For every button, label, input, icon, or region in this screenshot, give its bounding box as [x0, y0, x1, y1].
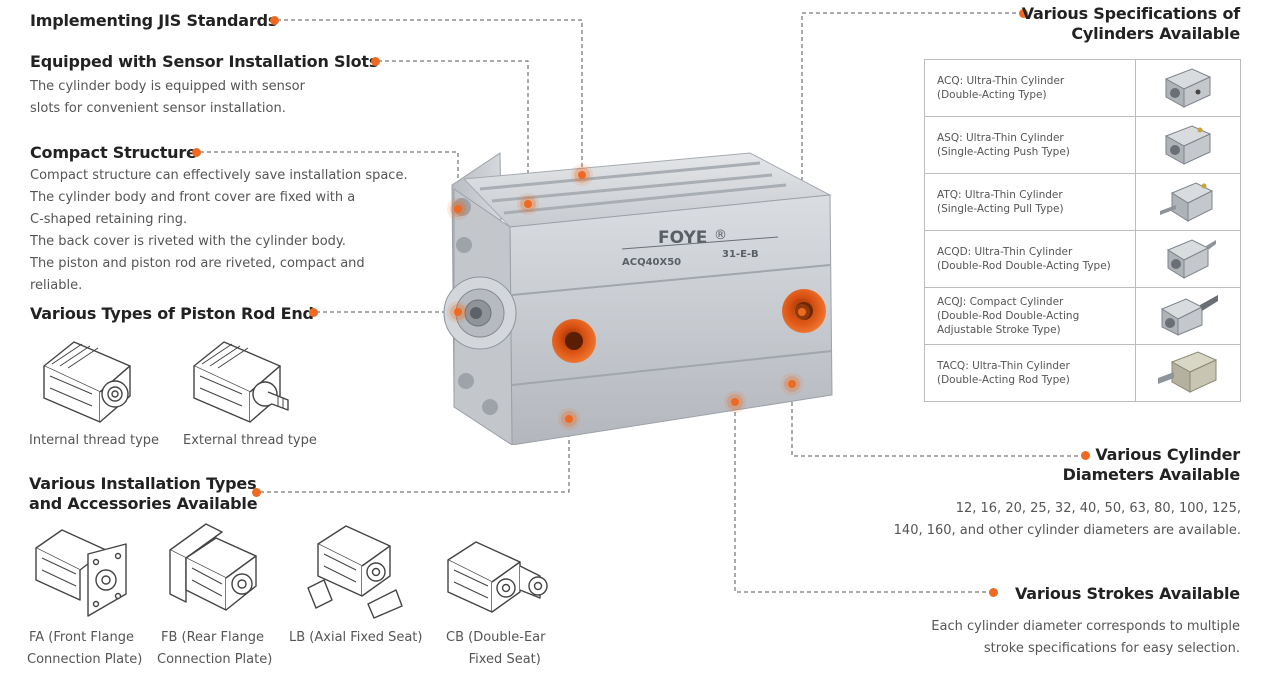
- strokes-description: Each cylinder diameter corresponds to mu…: [931, 616, 1240, 660]
- compact-description: Compact structure can effectively save i…: [30, 165, 408, 297]
- spec-text: ASQ: Ultra-Thin Cylinder (Single-Acting …: [924, 116, 1136, 174]
- table-row: ACQD: Ultra-Thin Cylinder (Double-Rod Do…: [924, 230, 1241, 288]
- diameters-title-line: Various Cylinder: [1095, 445, 1240, 464]
- external-thread-caption: External thread type: [183, 433, 317, 448]
- compact-line: Compact structure can effectively save i…: [30, 168, 408, 183]
- jis-dot: [270, 16, 279, 25]
- spec-highlight: [798, 308, 806, 316]
- table-row: ATQ: Ultra-Thin Cylinder (Single-Acting …: [924, 173, 1241, 231]
- double-rod-cylinder-icon: [1166, 239, 1216, 279]
- rod-end-title: Various Types of Piston Rod End: [30, 304, 314, 323]
- spec-text: TACQ: Ultra-Thin Cylinder (Double-Acting…: [924, 344, 1136, 402]
- external-thread-cylinder-icon: [193, 341, 289, 423]
- install-title: Various Installation Types and Accessori…: [29, 474, 258, 514]
- caption-line: CB (Double-Ear: [446, 630, 546, 645]
- diameters-title: Various Cylinder Diameters Available: [1062, 445, 1241, 485]
- sensor-dot: [371, 57, 380, 66]
- compact-line: The piston and piston rod are riveted, c…: [30, 256, 365, 271]
- sensor-title: Equipped with Sensor Installation Slots: [30, 52, 379, 71]
- brand-engraving: FOYE: [658, 228, 707, 248]
- rod-end-highlight: [454, 308, 462, 316]
- cylinder-product-image: FOYE ® ACQ40X50 31-E-B: [443, 152, 833, 445]
- install-fb-caption: FB (Rear Flange Connection Plate): [157, 627, 272, 671]
- install-title-line: and Accessories Available: [29, 494, 258, 513]
- registered-mark: ®: [714, 228, 727, 243]
- compact-dot: [192, 148, 201, 157]
- sensor-line: slots for convenient sensor installation…: [30, 101, 286, 116]
- compact-line: C-shaped retaining ring.: [30, 212, 188, 227]
- install-highlight: [565, 415, 573, 423]
- stroke-highlight: [731, 398, 739, 406]
- double-ear-seat-icon: [447, 541, 548, 613]
- table-row: ACQJ: Compact Cylinder (Double-Rod Doubl…: [924, 287, 1241, 345]
- pull-cylinder-icon: [1160, 182, 1214, 222]
- caption-line: LB (Axial Fixed Seat): [289, 630, 423, 645]
- leader-compact: [200, 151, 459, 205]
- diameters-dot: [1081, 451, 1090, 460]
- internal-thread-caption: Internal thread type: [29, 433, 160, 448]
- table-row: ASQ: Ultra-Thin Cylinder (Single-Acting …: [924, 116, 1241, 174]
- jis-title: Implementing JIS Standards: [30, 11, 278, 30]
- rod-end-dot: [309, 308, 318, 317]
- sensor-slot-highlight: [524, 200, 532, 208]
- compact-line: The cylinder body and front cover are fi…: [30, 190, 356, 205]
- rear-flange-icon: [169, 523, 257, 611]
- install-title-line: Various Installation Types: [29, 474, 257, 493]
- caption-line: FB (Rear Flange: [161, 630, 265, 645]
- table-row: TACQ: Ultra-Thin Cylinder (Double-Acting…: [924, 344, 1241, 402]
- strokes-line: Each cylinder diameter corresponds to mu…: [931, 619, 1240, 634]
- specs-title-line: Various Specifications of: [1021, 4, 1240, 23]
- diameters-title-line: Diameters Available: [1062, 465, 1241, 484]
- caption-line: Connection Plate): [157, 652, 273, 667]
- front-flange-icon: [35, 529, 127, 617]
- rod-type-cylinder-icon: [1158, 351, 1218, 393]
- caption-line: Fixed Seat): [468, 652, 541, 667]
- caption-line: Connection Plate): [27, 652, 143, 667]
- jis-highlight: [578, 171, 586, 179]
- sensor-description: The cylinder body is equipped with senso…: [30, 76, 305, 120]
- caption-line: FA (Front Flange: [29, 630, 134, 645]
- axial-fixed-seat-icon: [307, 525, 403, 619]
- compact-line: reliable.: [30, 278, 83, 293]
- leader-sensor: [378, 60, 529, 200]
- install-fa-caption: FA (Front Flange Connection Plate): [27, 627, 143, 671]
- sensor-line: The cylinder body is equipped with senso…: [30, 79, 305, 94]
- compact-title: Compact Structure: [30, 143, 197, 162]
- spec-text: ACQJ: Compact Cylinder (Double-Rod Doubl…: [924, 287, 1136, 345]
- specs-dot: [1019, 9, 1028, 18]
- strokes-dot: [989, 588, 998, 597]
- spec-table: ACQ: Ultra-Thin Cylinder (Double-Acting …: [924, 59, 1241, 402]
- specs-title: Various Specifications of Cylinders Avai…: [1022, 4, 1240, 44]
- table-row: ACQ: Ultra-Thin Cylinder (Double-Acting …: [924, 59, 1241, 117]
- diameter-highlight: [788, 380, 796, 388]
- diameters-description: 12, 16, 20, 25, 32, 40, 50, 63, 80, 100,…: [894, 498, 1241, 542]
- install-lb-caption: LB (Axial Fixed Seat): [289, 627, 422, 649]
- adjustable-stroke-cylinder-icon: [1160, 295, 1218, 336]
- leader-strokes: [734, 402, 993, 593]
- specs-title-line: Cylinders Available: [1071, 24, 1240, 43]
- install-cb-caption: CB (Double-Ear Fixed Seat): [446, 627, 545, 671]
- leader-jis: [277, 19, 583, 172]
- internal-thread-cylinder-icon: [43, 341, 131, 423]
- double-acting-cylinder-icon: [1164, 68, 1212, 108]
- spec-text: ACQ: Ultra-Thin Cylinder (Double-Acting …: [924, 59, 1136, 117]
- install-dot: [252, 488, 261, 497]
- model-engraving: ACQ40X50: [622, 257, 681, 268]
- leader-install: [260, 420, 570, 493]
- diameters-line: 140, 160, and other cylinder diameters a…: [893, 523, 1241, 538]
- spec-text: ACQD: Ultra-Thin Cylinder (Double-Rod Do…: [924, 230, 1136, 288]
- push-cylinder-icon: [1164, 125, 1212, 165]
- compact-line: The back cover is riveted with the cylin…: [30, 234, 346, 249]
- compact-highlight: [454, 205, 462, 213]
- strokes-line: stroke specifications for easy selection…: [983, 641, 1240, 656]
- code-engraving: 31-E-B: [722, 249, 759, 260]
- strokes-title: Various Strokes Available: [1015, 584, 1240, 603]
- diameters-line: 12, 16, 20, 25, 32, 40, 50, 63, 80, 100,…: [955, 501, 1241, 516]
- spec-text: ATQ: Ultra-Thin Cylinder (Single-Acting …: [924, 173, 1136, 231]
